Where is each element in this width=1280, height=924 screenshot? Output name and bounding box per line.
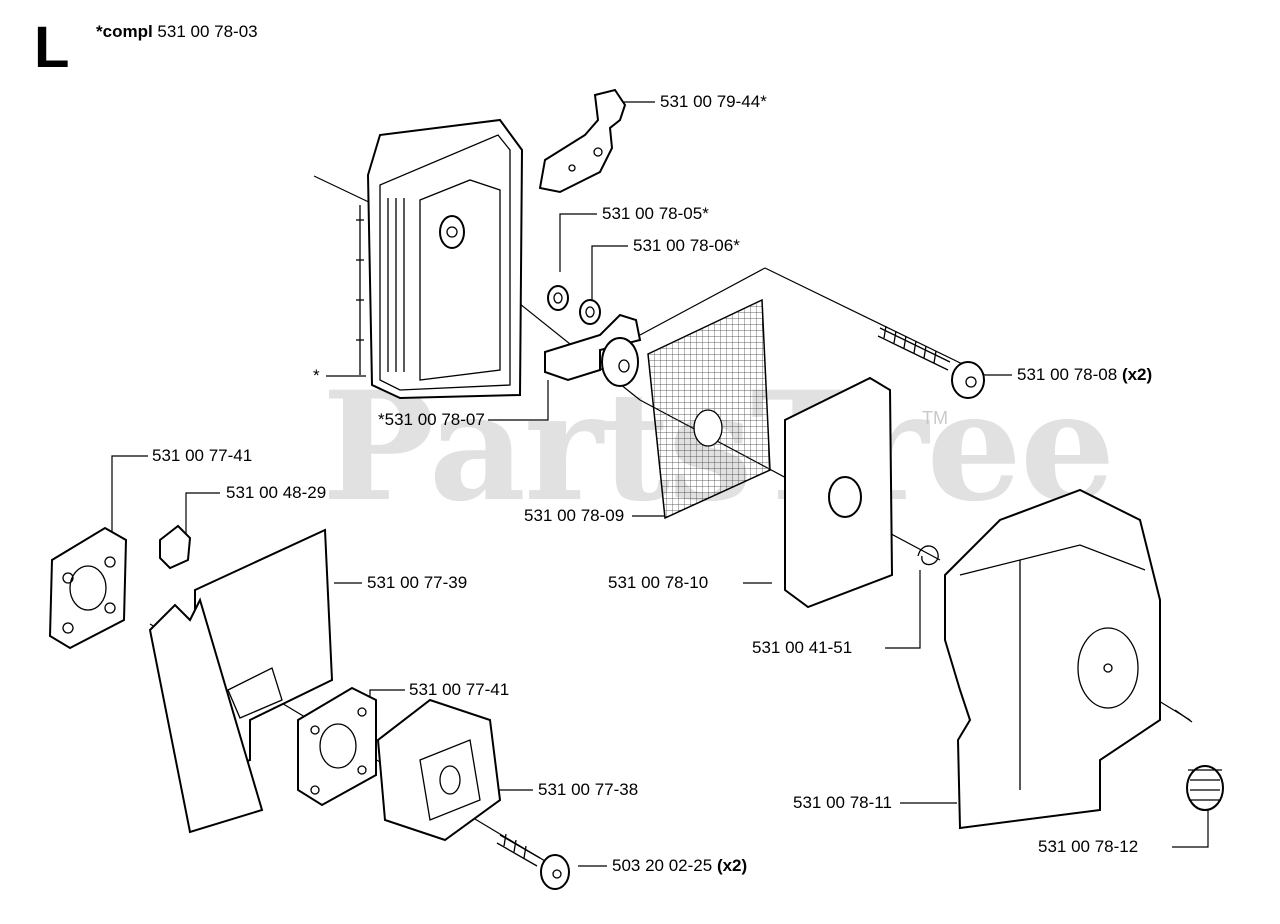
assembly-title: *compl 531 00 78-03	[96, 22, 258, 42]
part-number: 531 00 78-12	[1038, 837, 1139, 856]
part-number: 503 20 02-25	[612, 856, 713, 875]
gasket-middle	[297, 686, 377, 807]
callout-531-00-77-41-left: 531 00 77-41	[152, 446, 252, 466]
filter-housing	[356, 118, 524, 400]
callout-503-20-02-25: 503 20 02-25 (x2)	[612, 856, 747, 876]
callout-531-00-77-38: 531 00 77-38	[538, 780, 638, 800]
filter-cover	[944, 488, 1161, 830]
screw-20-02-25	[496, 833, 570, 890]
callout-531-00-78-07: *531 00 78-07	[378, 410, 485, 430]
part-number: 531 00 77-39	[367, 573, 468, 592]
compl-prefix: *compl	[96, 22, 153, 41]
part-number: 531 00 78-10	[608, 573, 709, 592]
callout-asterisk: *	[313, 366, 320, 386]
compl-number: 531 00 78-03	[157, 22, 258, 41]
part-number: 531 00 78-05*	[602, 204, 709, 223]
callout-531-00-78-10: 531 00 78-10	[608, 573, 708, 593]
heat-shield	[148, 597, 264, 834]
support-bracket	[544, 313, 642, 387]
part-number: *531 00 78-07	[378, 410, 485, 429]
callout-531-00-78-06: 531 00 78-06*	[633, 236, 740, 256]
foam-filter	[784, 376, 894, 609]
callout-531-00-77-41-middle: 531 00 77-41	[409, 680, 509, 700]
washers	[547, 285, 601, 325]
quantity: (x2)	[1121, 365, 1153, 384]
part-number: 531 00 77-41	[152, 446, 253, 465]
choke-lever	[538, 88, 627, 194]
part-number: 531 00 78-11	[793, 793, 892, 812]
part-number: *	[313, 366, 320, 385]
callout-531-00-41-51: 531 00 41-51	[752, 638, 852, 658]
part-number: 531 00 77-41	[409, 680, 510, 699]
section-letter: L	[34, 15, 70, 80]
watermark-tm: TM	[922, 408, 948, 428]
screw-78-08	[877, 325, 985, 399]
part-number: 531 00 41-51	[752, 638, 853, 657]
part-number: 531 00 78-09	[524, 506, 625, 525]
part-number: 531 00 77-38	[538, 780, 639, 799]
callout-531-00-48-29: 531 00 48-29	[226, 483, 326, 503]
cover-knob	[1174, 709, 1224, 811]
part-number: 531 00 78-08	[1017, 365, 1118, 384]
gasket-left	[48, 526, 128, 650]
part-number: 531 00 79-44*	[660, 92, 767, 111]
callout-531-00-78-05: 531 00 78-05*	[602, 204, 709, 224]
part-number: 531 00 48-29	[226, 483, 327, 502]
filter-mesh	[647, 298, 771, 520]
callout-531-00-79-44: 531 00 79-44*	[660, 92, 767, 112]
callout-531-00-78-09: 531 00 78-09	[524, 506, 624, 526]
callout-531-00-77-39: 531 00 77-39	[367, 573, 467, 593]
adapter-block	[376, 698, 502, 842]
callout-531-00-78-08: 531 00 78-08 (x2)	[1017, 365, 1152, 385]
small-clip-48-29	[159, 524, 192, 570]
quantity: (x2)	[716, 856, 748, 875]
callout-531-00-78-12: 531 00 78-12	[1038, 837, 1138, 857]
retaining-clip	[917, 545, 939, 566]
callout-531-00-78-11: 531 00 78-11	[793, 793, 892, 813]
part-number: 531 00 78-06*	[633, 236, 740, 255]
